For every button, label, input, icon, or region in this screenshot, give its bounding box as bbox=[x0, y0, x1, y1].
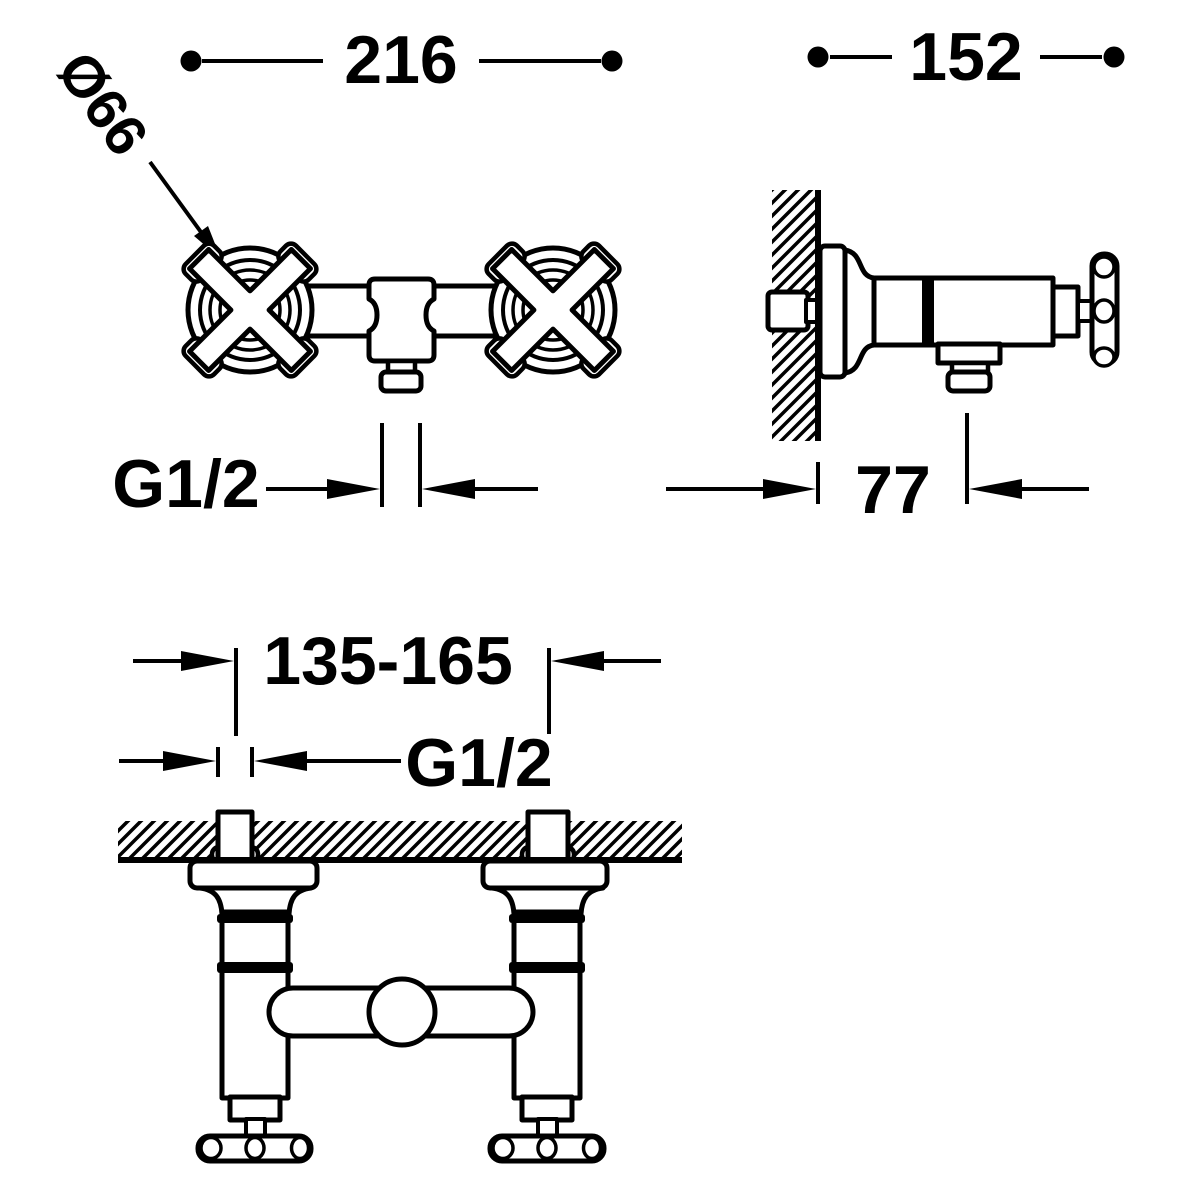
dimension-inlet-thread: G1/2 bbox=[119, 725, 553, 801]
cross-handle bbox=[187, 247, 313, 373]
cross-handle-side bbox=[1089, 251, 1120, 368]
escutcheon bbox=[480, 858, 610, 891]
arrowhead bbox=[422, 479, 475, 499]
mounting-wall bbox=[118, 809, 682, 865]
faucet-front bbox=[181, 241, 622, 394]
arrowhead bbox=[327, 479, 380, 499]
valve-body bbox=[871, 275, 1056, 348]
escutcheon bbox=[187, 858, 320, 891]
dimension-overall-depth: 152 bbox=[807, 19, 1125, 95]
handle-ring bbox=[218, 278, 282, 342]
dimension-wall-to-outlet: 77 bbox=[666, 413, 1089, 528]
overall-depth-label: 152 bbox=[909, 19, 1022, 95]
leader-line bbox=[148, 160, 208, 241]
supply-pipe-right bbox=[525, 809, 571, 865]
dimension-overall-width: 216 bbox=[180, 22, 623, 98]
bonnet bbox=[227, 1094, 283, 1123]
supply-pipe-left bbox=[215, 809, 255, 865]
handle-arm-end bbox=[199, 1135, 223, 1161]
handle-ring bbox=[511, 268, 595, 352]
joint-band bbox=[217, 962, 293, 973]
arrowhead bbox=[969, 479, 1022, 499]
faucet-side bbox=[817, 243, 1120, 394]
arrowhead bbox=[254, 751, 307, 771]
handle-ring bbox=[501, 258, 605, 362]
diverter-boss bbox=[366, 976, 438, 1048]
faucet-plan bbox=[187, 858, 610, 1164]
joint-band bbox=[509, 962, 585, 973]
wall-cone bbox=[842, 247, 877, 376]
side-view: 152 bbox=[666, 19, 1125, 528]
handle-hub bbox=[1092, 298, 1116, 324]
center-block bbox=[366, 276, 437, 364]
handle-arm-end bbox=[1092, 255, 1116, 279]
dimension-handle-diameter: Ø66 bbox=[44, 40, 221, 259]
handle-ring bbox=[521, 278, 585, 342]
joint-band bbox=[217, 914, 293, 923]
escutcheon bbox=[817, 243, 848, 380]
handle-arm-end bbox=[1092, 346, 1116, 368]
inlet-spacing-label: 135-165 bbox=[263, 623, 513, 699]
cross-handle bbox=[490, 247, 616, 373]
supply-pipe bbox=[765, 289, 811, 333]
right-handle bbox=[484, 241, 622, 379]
inlet-thread-label: G1/2 bbox=[405, 725, 552, 801]
arrowhead bbox=[551, 651, 604, 671]
bottom-view: 135-165 G1/2 bbox=[118, 623, 682, 1164]
handle-arm-end bbox=[289, 1135, 311, 1161]
handle-diameter-label: Ø66 bbox=[44, 40, 160, 167]
arrowhead bbox=[163, 751, 216, 771]
bonnet-collar bbox=[1050, 284, 1081, 339]
dimension-dot-right bbox=[601, 50, 623, 72]
left-handle bbox=[181, 241, 319, 379]
dimension-inlet-spacing: 135-165 bbox=[133, 623, 661, 736]
outlet-nipple bbox=[945, 369, 993, 394]
dimension-dot-left bbox=[180, 50, 202, 72]
outlet-step bbox=[935, 341, 1003, 366]
arrowhead bbox=[181, 651, 234, 671]
front-view: 216 Ø66 bbox=[44, 22, 623, 522]
wall-section bbox=[765, 190, 821, 441]
handle-ring bbox=[208, 268, 292, 352]
overall-width-label: 216 bbox=[344, 22, 457, 98]
bonnet bbox=[519, 1094, 575, 1123]
dimension-outlet-thread-front: G1/2 bbox=[112, 423, 538, 522]
dimension-dot-right bbox=[1103, 46, 1125, 68]
body-joint-band bbox=[922, 278, 934, 345]
handle-hub bbox=[244, 1135, 266, 1161]
outlet-thread-label: G1/2 bbox=[112, 446, 259, 522]
wall-hatch bbox=[118, 821, 682, 860]
wall-to-outlet-label: 77 bbox=[855, 452, 931, 528]
handle-ring bbox=[198, 258, 302, 362]
arrowhead bbox=[763, 479, 816, 499]
handle-hub bbox=[536, 1135, 558, 1161]
handle-arm-end bbox=[491, 1135, 515, 1161]
outlet-nipple bbox=[378, 369, 424, 394]
dimension-dot-left bbox=[807, 46, 829, 68]
joint-band bbox=[509, 914, 585, 923]
handle-arm-end bbox=[581, 1135, 603, 1161]
